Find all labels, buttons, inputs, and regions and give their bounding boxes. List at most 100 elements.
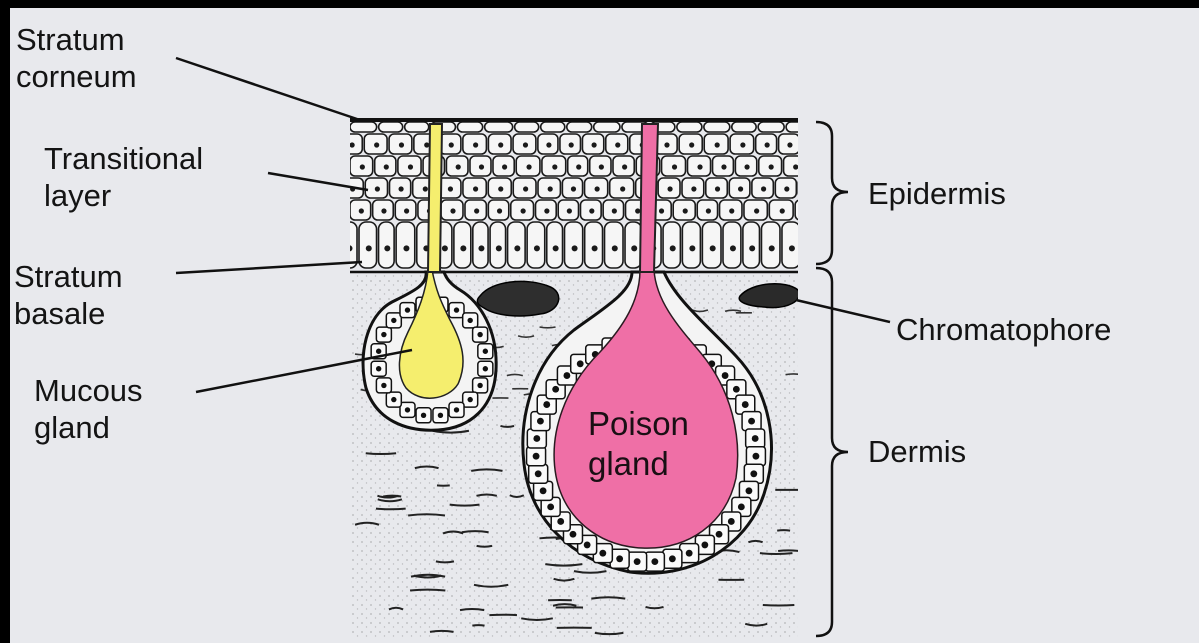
epidermis-nucleus [789,245,795,251]
epidermis-nucleus [359,208,364,213]
epidermis-nucleus [740,142,745,147]
gland-cell-nucleus [535,470,542,477]
label-poison-gland: Poison gland [588,404,689,484]
gland-cell-nucleus [748,418,755,425]
epidermis-cell [782,222,800,268]
epidermis-nucleus [552,164,557,169]
epidermis-nucleus [691,186,696,191]
epidermis-nucleus [350,142,355,147]
epidermis-nucleus [384,245,390,251]
label-mucous-gland: Mucous gland [34,372,143,446]
gland-cell-nucleus [483,366,488,371]
epidermis-nucleus [498,142,503,147]
epidermis-nucleus [403,245,409,251]
epidermis-nucleus [784,186,789,191]
dermis-fiber [376,509,406,510]
epidermis-nucleus [697,164,702,169]
label-stratum-basale: Stratum basale [14,258,123,332]
gland-cell-nucleus [438,413,443,418]
epidermis-nucleus [456,164,461,169]
gland-cell-nucleus [722,372,729,379]
gland-cell-nucleus [552,386,559,393]
epidermis-nucleus [592,142,597,147]
dermis-fiber [460,609,484,610]
mucous-gland-duct [428,124,442,272]
epidermis-nucleus [787,142,792,147]
epidermis-nucleus [442,245,448,251]
epidermis-cell [490,222,505,268]
epidermis-nucleus [612,245,618,251]
dermis-fiber [763,605,794,606]
gland-cell-nucleus [752,435,759,442]
epidermis-cell [508,222,526,268]
gland-cell-nucleus [599,550,606,557]
epidermis-nucleus [592,245,598,251]
gland-cell-nucleus [547,503,554,510]
gland-cell-nucleus [405,307,410,312]
epidermis-nucleus [589,208,594,213]
epidermis-nucleus [523,186,528,191]
epidermis-nucleus [474,208,479,213]
epidermis-nucleus [576,164,581,169]
dermis-fiber [436,561,454,562]
label-poison-gland-line2: gland [588,444,689,484]
epidermis-nucleus [620,186,625,191]
epidermis-nucleus [479,164,484,169]
epidermis-nucleus [689,142,694,147]
epidermis-nucleus [399,142,404,147]
epidermis-nucleus [715,186,720,191]
gland-cell-nucleus [584,542,591,549]
epidermis-nucleus [546,142,551,147]
epidermis-nucleus [502,164,507,169]
gland-cell-nucleus [745,487,752,494]
label-transitional-layer-line2: layer [44,177,203,214]
gland-cell-nucleus [376,366,381,371]
epidermis-nucleus [449,142,454,147]
gland-cell-nucleus [467,318,472,323]
epidermis-nucleus [595,186,600,191]
epidermis-cell [379,222,395,268]
gland-cell-nucleus [577,360,584,367]
epidermis-nucleus [769,164,774,169]
epidermis-nucleus [730,245,736,251]
label-stratum-basale-line2: basale [14,295,123,332]
epidermis-nucleus [408,164,413,169]
epidermis-nucleus [599,164,604,169]
epidermis-cell [567,122,592,132]
label-mucous-gland-line1: Mucous [34,372,143,409]
label-dermis: Dermis [868,433,966,470]
dermis-fiber [410,590,445,591]
epidermis-nucleus [744,164,749,169]
poison-gland-duct [640,124,658,272]
gland-cell-nucleus [701,542,708,549]
gland-cell-nucleus [454,407,459,412]
label-stratum-corneum: Stratum corneum [16,21,137,95]
gland-cell-nucleus [728,518,735,525]
gland-cell-nucleus [557,518,564,525]
gland-cell-nucleus [421,413,426,418]
gland-cell-nucleus [543,401,550,408]
epidermis-nucleus [450,208,455,213]
gland-cell-nucleus [750,470,757,477]
epidermis-nucleus [523,142,528,147]
gland-cell-nucleus [391,318,396,323]
epidermis-nucleus [729,208,734,213]
epidermis-nucleus [521,208,526,213]
epidermis-nucleus [398,186,403,191]
gland-cell-nucleus [533,453,540,460]
gland-cell-nucleus [651,558,658,565]
epidermis-nucleus [478,245,484,251]
label-epidermis: Epidermis [868,175,1006,212]
gland-cell-nucleus [686,550,693,557]
epidermis-cell [663,222,680,268]
epidermis-cell [454,222,471,268]
gland-cell-nucleus [616,555,623,562]
epidermis-cell [405,122,429,132]
epidermis-nucleus [664,142,669,147]
epidermis-nucleus [738,186,743,191]
gland-cell-nucleus [716,531,723,538]
epidermis-nucleus [754,208,759,213]
epidermis-nucleus [360,164,365,169]
epidermis-nucleus [749,245,755,251]
gland-cell-nucleus [669,555,676,562]
